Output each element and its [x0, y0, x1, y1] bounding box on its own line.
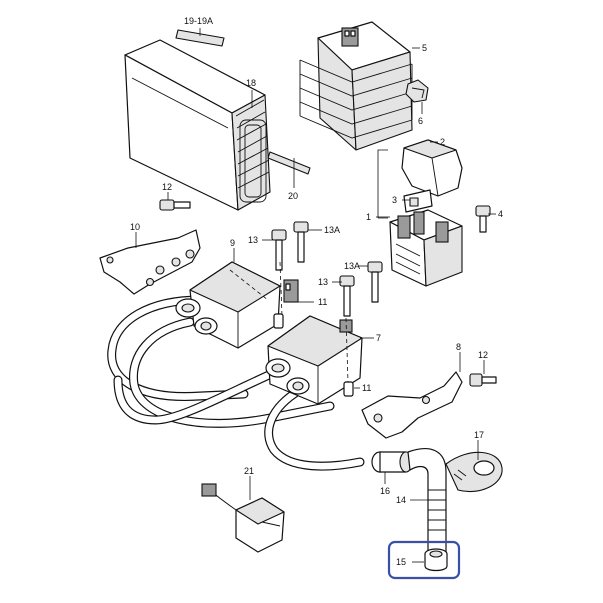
callout-5: 5: [422, 43, 427, 53]
callout-11-upper: 11: [318, 297, 327, 307]
part-10-bracket[interactable]: [99, 229, 201, 295]
callout-13A-upper: 13A: [324, 225, 340, 235]
callout-3: 3: [392, 195, 397, 205]
part-13-bolt-upper[interactable]: [271, 229, 287, 271]
callout-17: 17: [474, 430, 484, 440]
callout-10: 10: [130, 222, 140, 232]
callout-15: 15: [396, 557, 406, 567]
callout-18: 18: [246, 78, 256, 88]
part-13A-bolt-lower[interactable]: [367, 261, 383, 303]
callout-2: 2: [440, 137, 445, 147]
callout-13-lower: 13: [318, 277, 328, 287]
part-1-starter-relay[interactable]: [389, 209, 463, 287]
part-14-plug-lead[interactable]: [407, 448, 447, 561]
callout-13A-lower: 13A: [344, 261, 360, 271]
callout-11-lower: 11: [362, 383, 371, 393]
part-9-ignition-coil[interactable]: [175, 261, 299, 349]
leader-lines: [135, 28, 496, 563]
part-21-sensor[interactable]: [201, 483, 285, 553]
part-15-seal[interactable]: [424, 548, 448, 572]
part-13-bolt-lower[interactable]: [339, 275, 355, 317]
part-11-collar-lower[interactable]: [343, 381, 354, 397]
part-2-cover[interactable]: [401, 139, 463, 197]
callout-19: 19-19A: [184, 16, 213, 26]
part-13A-bolt-upper[interactable]: [293, 221, 309, 263]
part-12-bolt-lower[interactable]: [469, 373, 497, 387]
part-16-plug-cap[interactable]: [371, 451, 413, 473]
callout-1: 1: [366, 212, 371, 222]
callout-4: 4: [498, 209, 503, 219]
part-5-regulator[interactable]: [299, 21, 413, 151]
callout-13-upper: 13: [248, 235, 258, 245]
callout-7: 7: [376, 333, 381, 343]
part-6-bolt[interactable]: [405, 79, 429, 103]
highlight-box: [387, 540, 461, 580]
part-7-ignition-coil[interactable]: [265, 315, 363, 405]
callout-20: 20: [288, 191, 298, 201]
part-12-bolt-upper[interactable]: [159, 199, 191, 211]
callout-labels: 19-19A 18 5 6 2 3 1 4 20 12 10 9 13 13A …: [130, 16, 503, 567]
part-20-tape[interactable]: [267, 151, 311, 175]
part-18-control-unit[interactable]: [124, 39, 271, 211]
callout-9: 9: [230, 238, 235, 248]
callout-6: 6: [418, 116, 423, 126]
ignition-cables: [107, 295, 365, 471]
callout-16: 16: [380, 486, 390, 496]
callout-21: 21: [244, 466, 254, 476]
callout-12-lower: 12: [478, 350, 488, 360]
callout-12-upper: 12: [162, 182, 172, 192]
callout-8: 8: [456, 342, 461, 352]
part-19-label-plate[interactable]: [175, 29, 225, 47]
part-11-collar-upper[interactable]: [273, 313, 284, 329]
part-3-fuse[interactable]: [403, 189, 433, 213]
part-8-bracket[interactable]: [361, 371, 463, 439]
callout-14: 14: [396, 495, 406, 505]
part-17-boot[interactable]: [445, 451, 503, 493]
part-4-screw[interactable]: [475, 205, 491, 233]
